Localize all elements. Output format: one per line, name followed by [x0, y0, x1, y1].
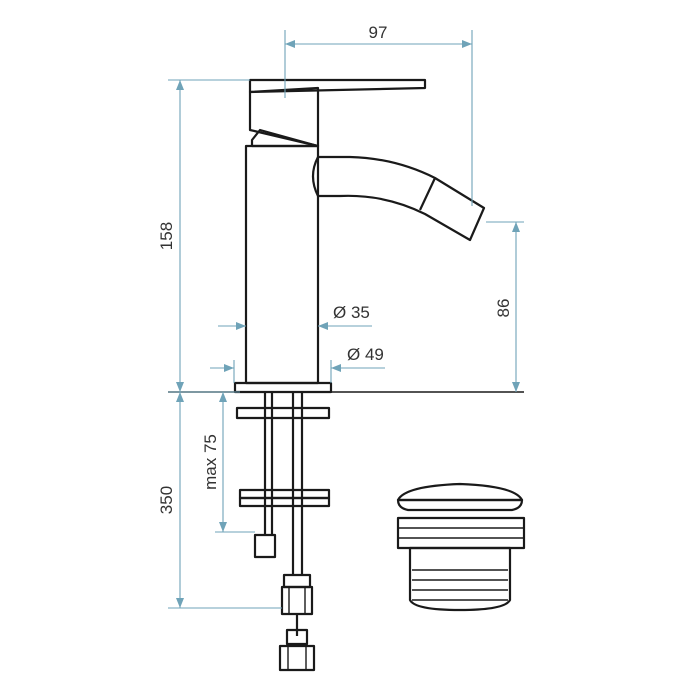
hose-fitting-bottom	[285, 628, 309, 646]
label-total-height: 158	[157, 222, 176, 250]
spout-collar	[311, 156, 319, 197]
hose-fitting-top	[282, 573, 312, 589]
label-spout-height: 86	[494, 299, 513, 318]
label-lever-reach: 97	[369, 23, 388, 42]
label-body-diameter: Ø 35	[333, 303, 370, 322]
faucet-body	[244, 144, 320, 385]
top-washer	[235, 406, 331, 420]
fixing-nut	[253, 533, 277, 559]
lever-handle	[248, 78, 427, 94]
faucet	[168, 78, 524, 394]
label-hose-length: 350	[157, 486, 176, 514]
bottom-washer	[238, 488, 331, 500]
waste-flange	[396, 516, 526, 550]
spout	[318, 155, 486, 242]
hose-nut-top	[280, 585, 314, 616]
dimension-lines	[168, 30, 524, 609]
base-flange	[233, 381, 333, 394]
waste-body	[408, 546, 512, 612]
aerator-line	[419, 177, 436, 211]
label-max-deck-thickness: max 75	[201, 434, 220, 490]
waste-cap-rim	[396, 498, 524, 512]
hose-nut-bottom	[278, 644, 316, 672]
popup-waste	[396, 482, 526, 612]
label-base-diameter: Ø 49	[347, 345, 384, 364]
fixing-plate	[238, 496, 331, 508]
waste-cap	[396, 482, 524, 502]
mounting-kit	[235, 392, 331, 672]
